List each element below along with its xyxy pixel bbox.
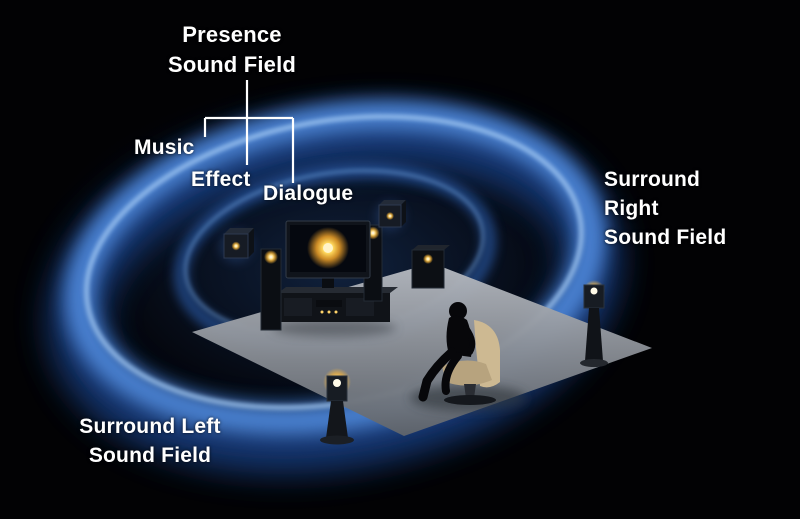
presence-connector-lines [203, 80, 295, 183]
cabinet-shelf-left [284, 298, 312, 316]
label-surround-left-sound-field: Surround Left Sound Field [40, 413, 260, 471]
cabinet-shelf-right [346, 298, 374, 316]
subwoofer-top [412, 245, 450, 250]
speaker-cabinet [260, 248, 282, 331]
cube-top [379, 200, 406, 205]
speaker-stand [585, 308, 603, 361]
label-presence-sound-field: Presence Sound Field [132, 20, 332, 80]
cabinet-shadow [272, 319, 396, 337]
label-surround-right-sound-field: Surround Right Sound Field [604, 166, 726, 253]
label-surround-left-line1: Surround Left [79, 415, 221, 438]
person-leg [441, 352, 462, 395]
cube-front [223, 233, 249, 259]
subwoofer [411, 245, 450, 289]
listener [418, 302, 500, 405]
label-surround-left-line2: Sound Field [88, 443, 212, 467]
cube-side [248, 228, 254, 258]
label-surround-right-line1: Surround [604, 168, 701, 191]
tv [285, 220, 371, 288]
chair-pedestal [464, 384, 476, 398]
speaker-glow [264, 250, 278, 264]
front-speaker-left [260, 248, 282, 331]
label-presence-line2: Sound Field [167, 51, 297, 77]
speaker-glow [386, 212, 394, 220]
receiver-led [327, 310, 331, 314]
presence-speaker-right [375, 200, 406, 231]
surround-right-speaker [580, 280, 608, 367]
person-leg [418, 347, 457, 402]
person-arm [463, 325, 476, 355]
label-surround-right-line3: Sound Field [604, 225, 727, 249]
stand-base [580, 359, 608, 367]
label-presence-line1: Presence [182, 22, 282, 47]
receiver-led [334, 310, 338, 314]
av-receiver [316, 300, 342, 307]
label-dialogue: Dialogue [263, 182, 354, 205]
receiver-led [320, 310, 324, 314]
person-silhouette [418, 302, 476, 402]
label-surround-right-line2: Right [604, 196, 659, 220]
speaker-stand [326, 401, 348, 438]
lounge-chair [442, 320, 500, 405]
tv-glow-core [323, 243, 333, 253]
surround-left-speaker [320, 368, 354, 445]
chair-base [444, 395, 496, 405]
tv-stand-neck [322, 276, 334, 288]
presence-speaker-left [219, 228, 254, 263]
speaker-glow [423, 254, 433, 264]
label-music: Music [134, 136, 195, 159]
glow-core [590, 287, 598, 295]
speaker-glow [231, 241, 241, 251]
stand-base [320, 435, 354, 445]
cube-side [401, 200, 406, 227]
glow-core [333, 379, 341, 387]
label-effect: Effect [191, 168, 251, 191]
person-head [449, 302, 467, 320]
cube-top [224, 228, 254, 234]
